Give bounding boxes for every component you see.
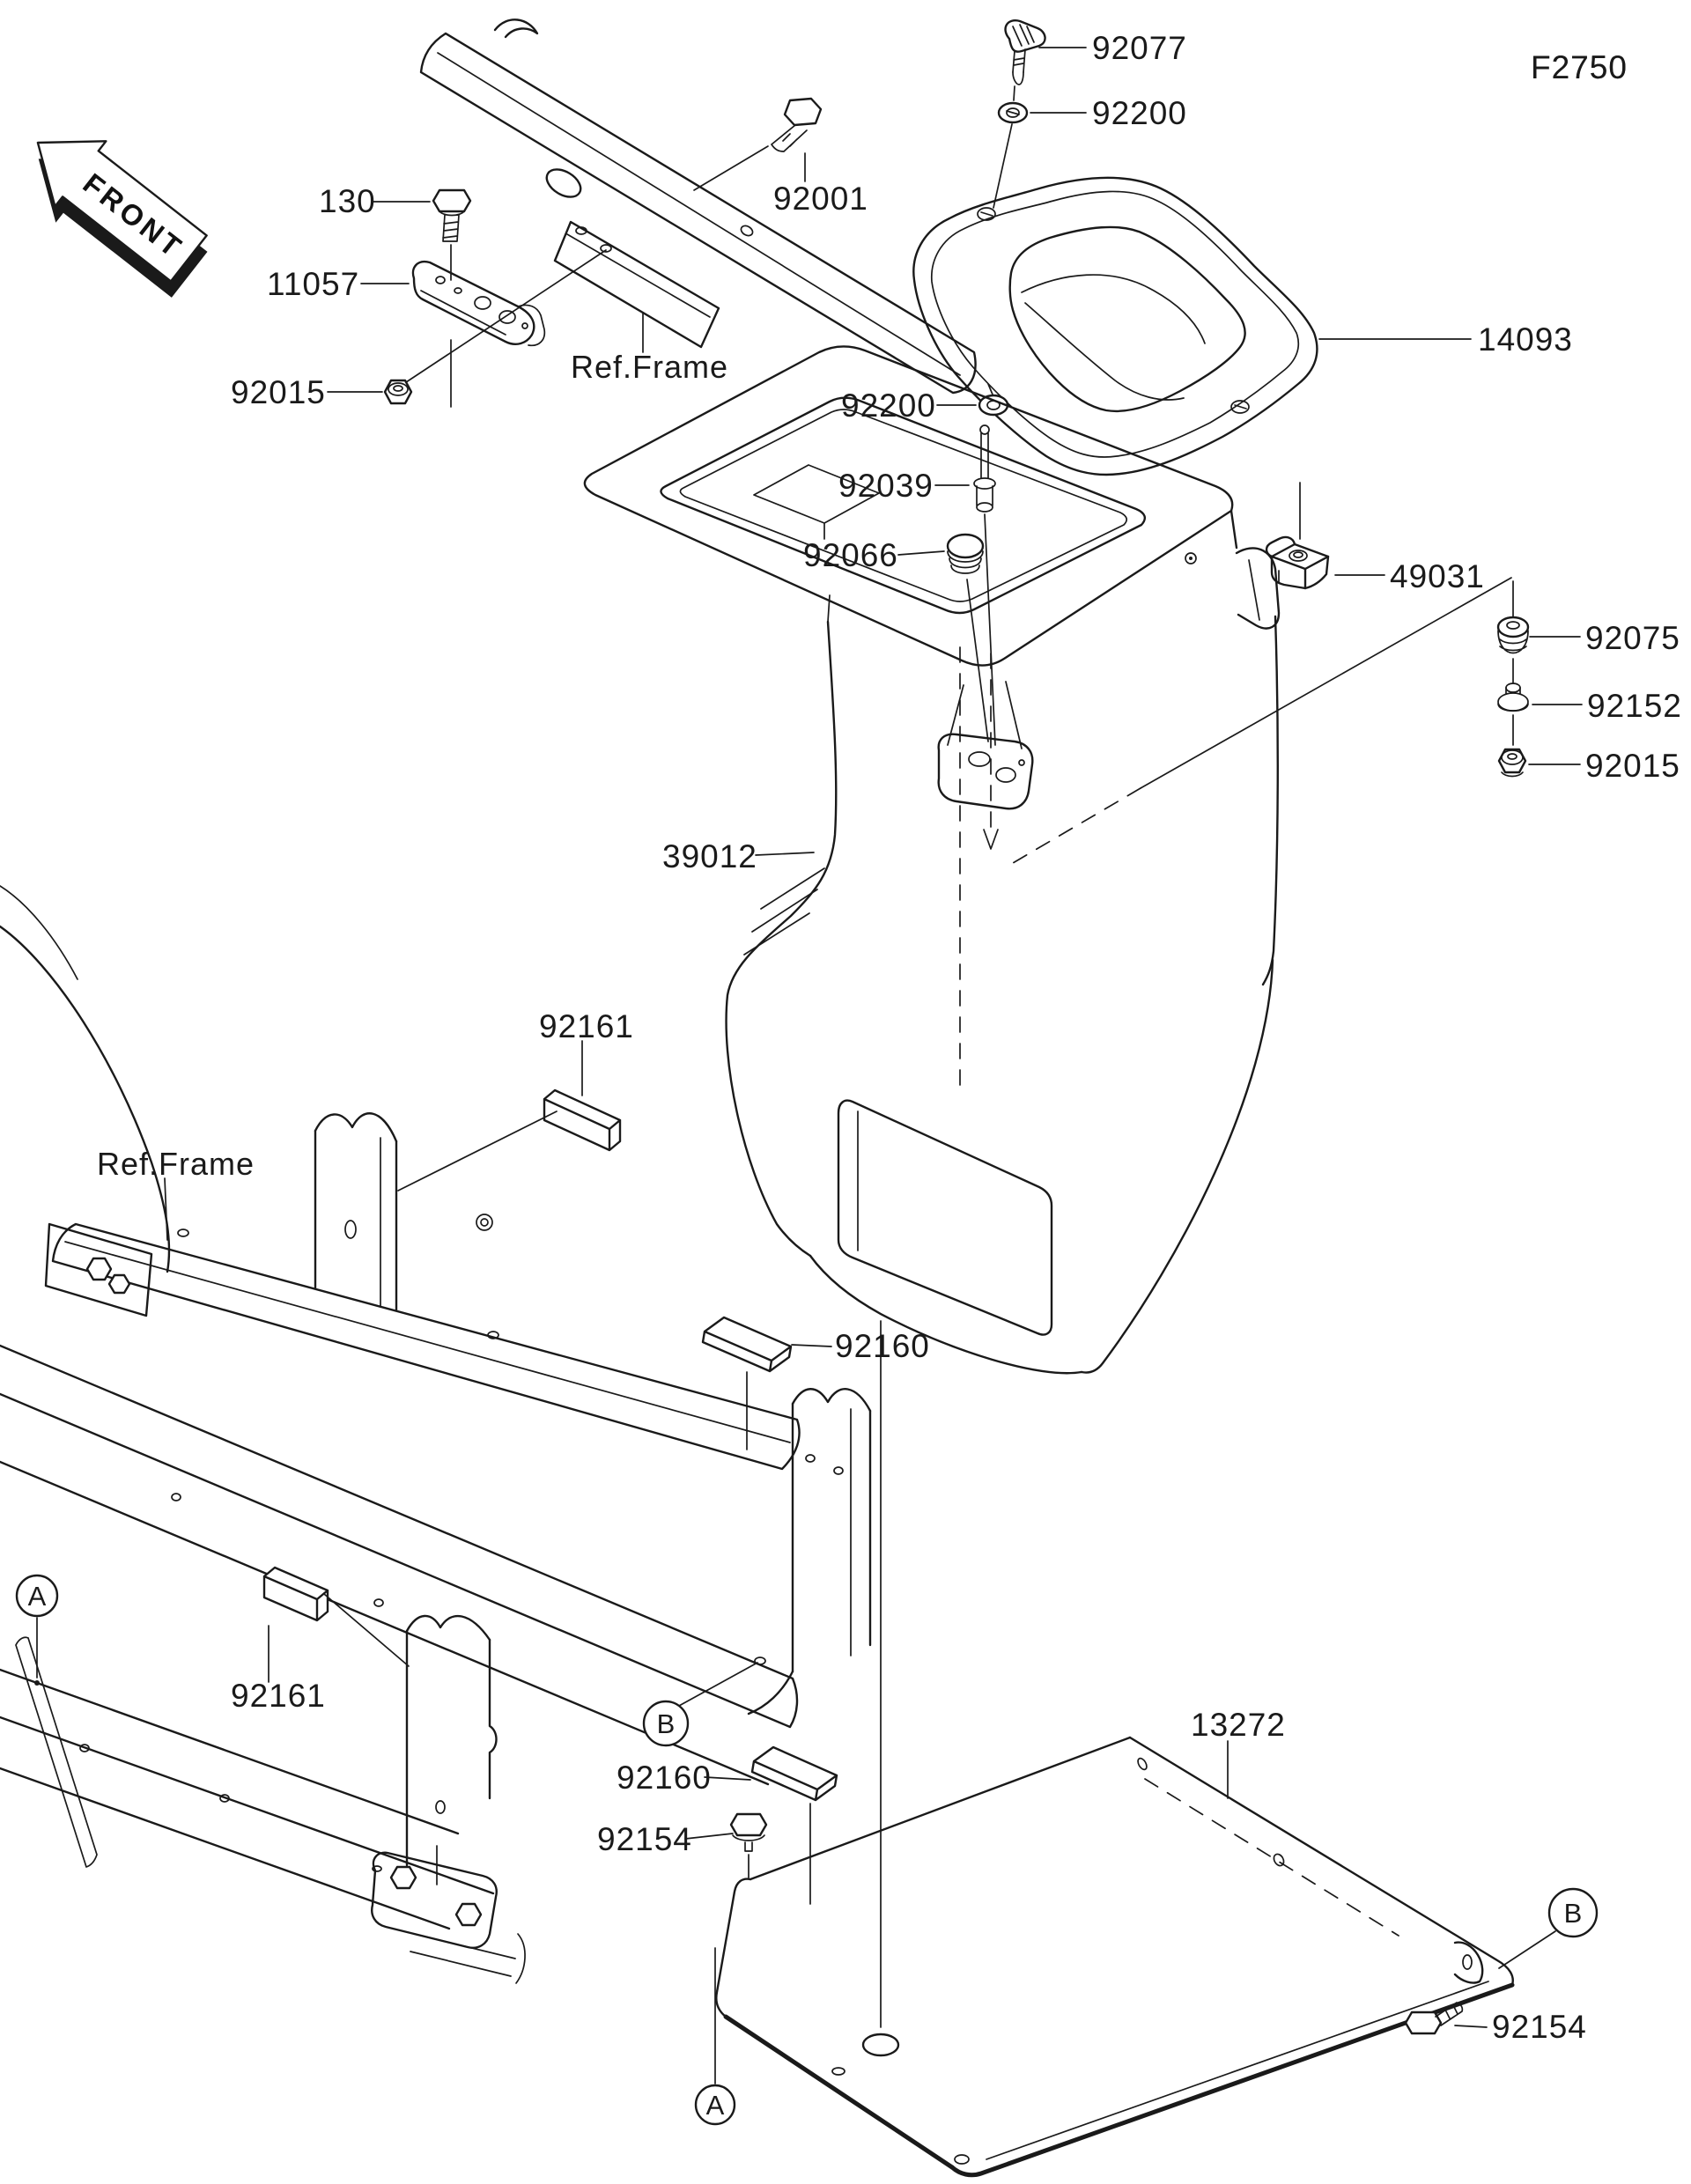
- view-marker-circle-B: [642, 1700, 690, 1747]
- part-label-92161: 92161: [539, 1008, 634, 1044]
- latch-49031: [1265, 482, 1330, 590]
- leader-line-92154: [1454, 2025, 1488, 2028]
- part-label-13272: 13272: [1191, 1707, 1286, 1743]
- bolt-92154-right: [1404, 2002, 1464, 2035]
- view-marker-letter-A: A: [28, 1581, 47, 1612]
- view-marker-circle-A: [694, 2084, 736, 2126]
- view-marker-circle-A: [15, 1574, 59, 1618]
- view-marker-letter-A: A: [706, 2090, 725, 2121]
- leader-line-92160: [791, 1344, 832, 1347]
- leader-line-Ref.Frame: [164, 1177, 168, 1241]
- top-frame-rail: [397, 18, 977, 395]
- part-label-92161: 92161: [231, 1678, 326, 1714]
- part-label-92200: 92200: [1092, 95, 1187, 131]
- part-label-14093: 14093: [1478, 321, 1573, 358]
- front-direction-arrow: FRONT: [36, 140, 208, 298]
- part-label-39012: 39012: [662, 838, 757, 874]
- part-label-92200: 92200: [841, 387, 936, 424]
- pin-92039: [973, 424, 996, 746]
- lid-14093: [912, 176, 1318, 476]
- part-label-92160: 92160: [617, 1760, 712, 1796]
- view-marker-letter-B: B: [657, 1708, 676, 1739]
- pad-92160-bottom: [750, 1745, 838, 1905]
- leader-line-92066: [897, 550, 945, 556]
- part-label-130: 130: [319, 183, 376, 219]
- part-label-F2750: F2750: [1531, 49, 1628, 85]
- part-label-92015: 92015: [231, 374, 326, 410]
- part-label-92154: 92154: [597, 1821, 692, 1857]
- part-label-92154: 92154: [1492, 2009, 1587, 2045]
- ref-frame-label: Ref.Frame: [97, 1146, 255, 1182]
- view-marker-letter-B: B: [1564, 1898, 1583, 1929]
- leader-line-92154: [684, 1833, 734, 1840]
- part-label-92039: 92039: [838, 468, 934, 504]
- part-label-92152: 92152: [1587, 688, 1682, 724]
- leader-line-39012: [755, 852, 815, 856]
- part-label-49031: 49031: [1390, 558, 1485, 594]
- nut-92015-left: [383, 379, 413, 405]
- lower-frame-assembly: [0, 885, 872, 1984]
- part-label-11057: 11057: [267, 266, 359, 302]
- fastener-column-right: [1496, 580, 1530, 778]
- bolt-130: [432, 188, 472, 408]
- pad-92161-bottom: [262, 1566, 410, 1667]
- part-label-92160: 92160: [835, 1328, 930, 1364]
- part-label-92077: 92077: [1092, 30, 1187, 66]
- bracket-11057: [411, 260, 546, 347]
- ref-frame-label: Ref.Frame: [571, 349, 728, 385]
- marker-leader-B: [678, 1662, 758, 1707]
- part-label-92075: 92075: [1585, 620, 1680, 656]
- pad-92161-top: [397, 1088, 622, 1192]
- pad-92160-top: [701, 1316, 793, 1373]
- diagram-code: F2750: [1531, 49, 1628, 85]
- part-label-92015: 92015: [1585, 748, 1680, 784]
- part-label-92001: 92001: [773, 181, 868, 217]
- marker-leader-B: [1498, 1930, 1556, 1969]
- storage-box-39012: [583, 345, 1512, 2028]
- leader-line-92160: [704, 1776, 751, 1781]
- bolt-92001: [693, 97, 823, 191]
- view-marker-circle-B: [1547, 1887, 1599, 1938]
- key-92077: [1004, 19, 1046, 101]
- cap-92066: [946, 533, 989, 742]
- bolt-92154-left: [729, 1812, 768, 1878]
- washer-92200-top: [993, 101, 1029, 209]
- part-label-92066: 92066: [803, 537, 898, 573]
- bottom-panel-13272: [715, 1736, 1515, 2178]
